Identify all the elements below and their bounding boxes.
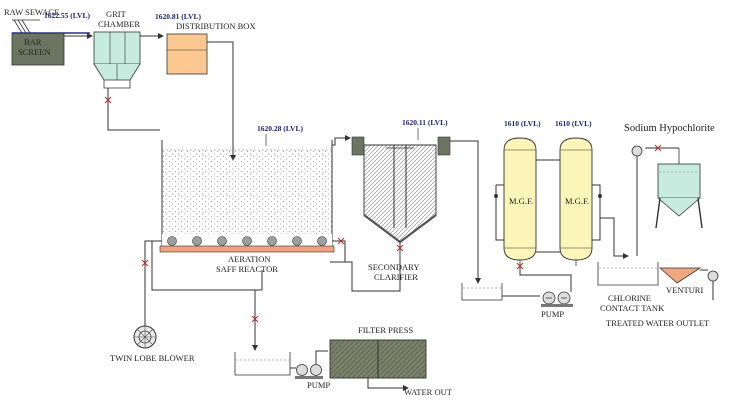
sludge-pump: PUMP: [295, 350, 330, 390]
venturi: VENTURI TREATED WATER OUTLET: [606, 267, 719, 328]
bar-screen: RAW SEWAGE BAR SCREEN 1622.55 (LVL): [4, 7, 90, 66]
sludge-pump-label: PUMP: [307, 380, 330, 390]
secondary-clarifier: 1620.11 (LVL) SECONDARY CLARIFIER: [330, 118, 481, 292]
raw-sewage-label: RAW SEWAGE: [4, 7, 60, 17]
filter-press-label: FILTER PRESS: [358, 325, 413, 335]
filter-feed-pump: PUMP: [519, 265, 573, 319]
mgf-2-label: M.G.F.: [565, 196, 589, 206]
blower-label: TWIN LOBE BLOWER: [110, 353, 195, 363]
water-out-label: WATER OUT: [404, 387, 453, 397]
aeration-reactor: 1620.28 (LVL) AERATION SAFF REACTOR: [151, 124, 351, 291]
chlorine-label-2: CONTACT TANK: [600, 303, 665, 313]
sludge-sump: [234, 270, 296, 376]
filter-press: FILTER PRESS WATER OUT: [329, 325, 453, 397]
bar-screen-level: 1622.55 (LVL): [44, 11, 90, 20]
grit-label-1: GRIT: [106, 9, 127, 19]
twin-lobe-blower: TWIN LOBE BLOWER: [110, 240, 195, 363]
aeration-label: AERATION: [228, 254, 271, 264]
treated-water-label: TREATED WATER OUTLET: [606, 318, 710, 328]
clarifier-level: 1620.11 (LVL): [402, 118, 448, 127]
filter-pump-label: PUMP: [541, 309, 564, 319]
mgf-1-label: M.G.F.: [509, 196, 533, 206]
screen-label: SCREEN: [18, 47, 51, 57]
distribution-box-label: DISTRIBUTION BOX: [176, 21, 256, 31]
clarifier-label: CLARIFIER: [374, 272, 418, 282]
hypochlorite-dosing: Sodium Hypochlorite: [624, 123, 715, 256]
mgf-1-level: 1610 (LVL): [504, 119, 541, 128]
chlorine-contact-tank: CHLORINE CONTACT TANK: [597, 262, 665, 313]
chlorine-label-1: CHLORINE: [608, 293, 651, 303]
filter-feed-tank: [461, 283, 540, 301]
mgf-vessel-1: M.G.F. 1610 (LVL): [494, 119, 541, 270]
grit-chamber: GRIT CHAMBER: [64, 9, 164, 131]
sodium-hypochlorite-label: Sodium Hypochlorite: [624, 123, 715, 134]
diffuser-row: [167, 236, 327, 246]
saff-reactor-label: SAFF REACTOR: [216, 264, 278, 274]
aeration-level: 1620.28 (LVL): [257, 124, 303, 133]
mgf-vessel-2: M.G.F. 1610 (LVL): [536, 119, 629, 266]
mgf-2-level: 1610 (LVL): [555, 119, 592, 128]
venturi-label: VENTURI: [666, 285, 703, 295]
bar-label: BAR: [24, 37, 42, 47]
grit-label-2: CHAMBER: [98, 19, 140, 29]
secondary-label: SECONDARY: [368, 262, 419, 272]
distribution-level: 1620.81 (LVL): [155, 12, 201, 21]
distribution-box: 1620.81 (LVL) DISTRIBUTION BOX: [155, 12, 256, 161]
